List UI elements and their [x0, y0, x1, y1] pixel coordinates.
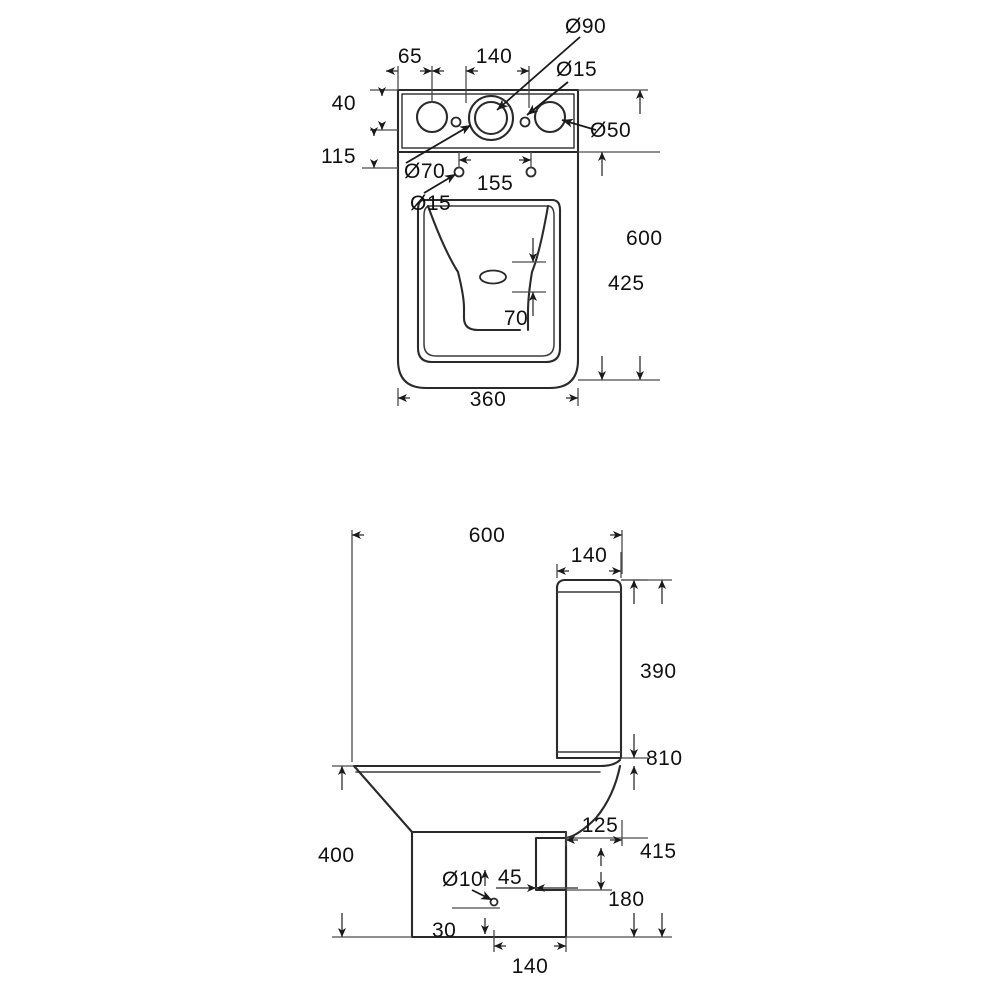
wc-cistern-outline [555, 578, 623, 760]
wc-dim-140-depth-label: 140 [571, 544, 608, 567]
wc-dim-125-group: 125 [565, 814, 623, 846]
wc-dim-140-bottom-group: 140 [493, 930, 567, 978]
waste-hole-outer-circle [467, 94, 515, 142]
basin-body-outline [396, 150, 580, 390]
basin-left-vertical-dimensions: 40 115 [321, 87, 398, 169]
basin-bowl-outer [416, 198, 562, 364]
wc-dim-140-group: 140 [556, 544, 622, 578]
small-hole-right-circle [519, 116, 531, 128]
wc-dim-30-group: 30 [432, 870, 500, 942]
wc-dim-45-label: 45 [498, 866, 522, 889]
basin-dia50-leader: Ø50 [561, 118, 631, 142]
basin-right-vertical-dimensions: 425 600 [578, 89, 663, 381]
wc-cistern [555, 578, 623, 760]
wc-dim-140-bottom-label: 140 [512, 955, 549, 978]
wc-dim-415-group: 415 [566, 766, 677, 937]
basin-dim-40-label: 40 [332, 92, 356, 115]
wc-dim-600-label: 600 [469, 524, 506, 547]
wc-right-profile-curve [564, 764, 622, 840]
wc-dim-810-group: 810 [566, 579, 683, 938]
basin-dia90-leader: Ø90 [496, 15, 606, 111]
basin-dim-600-label: 600 [626, 227, 663, 250]
basin-top-dimensions: 65 140 [386, 45, 530, 108]
basin-tap-ledge-inner [401, 93, 575, 149]
small-hole-left-circle [450, 116, 462, 128]
basin-dia70-label: Ø70 [404, 160, 445, 183]
wc-dim-400-label: 400 [318, 844, 355, 867]
basin-dim-115-label: 115 [321, 145, 356, 168]
basin-drawing-group: 65 140 Ø90 Ø15 Ø50 Ø70 Ø15 [321, 15, 663, 411]
wc-drawing-group: 600 140 390 810 [318, 524, 683, 978]
wc-left-flare [352, 764, 414, 834]
basin-tap-ledge-holes [415, 94, 567, 142]
basin-dim-155-label: 155 [477, 172, 514, 195]
wc-rim-top-line [352, 758, 622, 768]
basin-dim-65-label: 65 [398, 45, 422, 68]
wc-dim-125-label: 125 [582, 814, 619, 837]
wc-dim-415-label: 415 [640, 840, 677, 863]
basin-dia70-leader: Ø70 [404, 124, 472, 183]
basin-dim-70-label: 70 [504, 307, 528, 330]
basin-waste-outlet-ellipse [479, 269, 507, 285]
wc-fixing-hole-circle [489, 897, 499, 907]
overflow-hole-circle [533, 100, 567, 134]
basin-well-right-slope [526, 204, 550, 332]
wc-dim-45-group: 45 [496, 866, 578, 892]
basin-dim-360-label: 360 [470, 388, 507, 411]
basin-well-left-slope [426, 204, 522, 332]
basin-dim-155-group: 155 [458, 152, 532, 195]
basin-bowl-inner [423, 205, 555, 357]
wc-dim-810-label: 810 [646, 747, 683, 770]
basin-dia15-fixing-leader: Ø15 [410, 173, 457, 215]
basin-dim-140-label: 140 [476, 45, 513, 68]
basin-dia50-label: Ø50 [590, 119, 631, 142]
wc-dia10-label: Ø10 [442, 868, 483, 891]
wc-dim-180-label: 180 [608, 888, 645, 911]
basin-dia15-top-leader: Ø15 [526, 58, 597, 116]
basin-bowl [416, 198, 562, 364]
wc-dim-180-group: 180 [566, 848, 645, 911]
basin-dia15-fixing-label: Ø15 [410, 192, 451, 215]
wc-dim-390-label: 390 [640, 660, 677, 683]
basin-dim-360-group: 360 [397, 388, 579, 411]
basin-dia90-label: Ø90 [565, 15, 606, 38]
wc-dia10-leader: Ø10 [442, 868, 493, 901]
wc-dim-30-label: 30 [432, 919, 456, 942]
wc-dim-600-group: 600 [351, 524, 623, 762]
basin-dia15-top-label: Ø15 [556, 58, 597, 81]
wc-dim-400-group: 400 [318, 765, 412, 938]
waste-hole-inner-circle [473, 100, 509, 136]
basin-dim-425-label: 425 [608, 272, 645, 295]
basin-dim-70-group: 70 [504, 238, 546, 330]
